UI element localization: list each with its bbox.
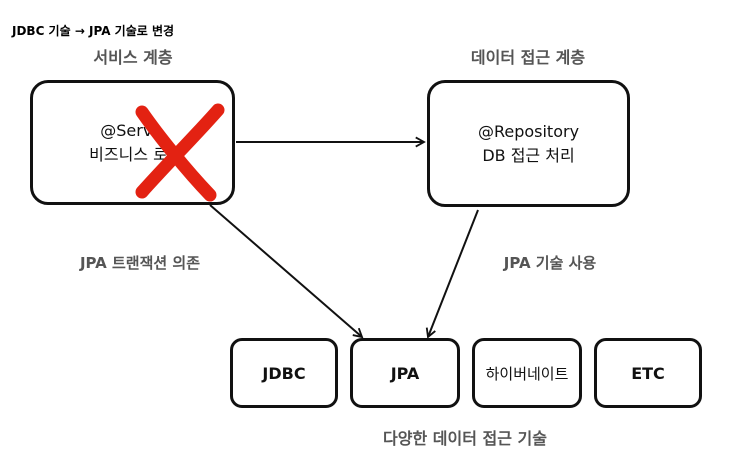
service-box: @Servi 비즈니스 로 [30, 80, 235, 205]
service-annotation: @Servi [100, 120, 157, 140]
service-description: 비즈니스 로 [89, 144, 168, 164]
arrow-service-to-jpa [209, 204, 362, 337]
repository-description: DB 접근 처리 [482, 145, 575, 165]
repository-box: @Repository DB 접근 처리 [427, 80, 630, 207]
tech-box-hibernate: 하이버네이트 [472, 338, 582, 408]
arrow-repository-to-jpa [428, 209, 479, 337]
repository-usage-label: JPA 기술 사용 [503, 254, 597, 272]
repository-layer-label: 데이터 접근 계층 [470, 48, 586, 67]
tech-label-etc: ETC [631, 363, 665, 383]
service-layer-label: 서비스 계층 [93, 48, 173, 67]
tech-box-etc: ETC [594, 338, 702, 408]
service-dependency-label: JPA 트랜잭션 의존 [79, 254, 201, 272]
tech-label-hibernate: 하이버네이트 [485, 364, 569, 383]
tech-box-jpa: JPA [350, 338, 460, 408]
tech-label-jdbc: JDBC [262, 363, 306, 383]
repository-annotation: @Repository [477, 121, 580, 141]
tech-box-jdbc: JDBC [230, 338, 338, 408]
change-note: JDBC 기술 → JPA 기술로 변경 [12, 24, 175, 38]
tech-group-label: 다양한 데이터 접근 기술 [383, 429, 547, 448]
tech-label-jpa: JPA [390, 363, 420, 383]
